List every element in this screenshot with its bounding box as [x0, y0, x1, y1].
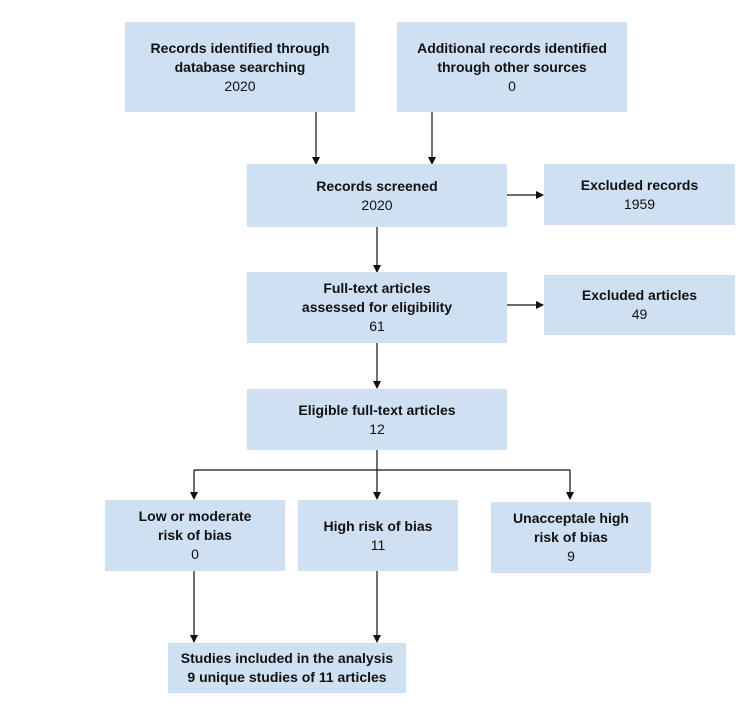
- fulltext-assessed-box: Full-text articles assessed for eligibil…: [247, 272, 507, 343]
- eligible-articles-box: Eligible full-text articles 12: [247, 389, 507, 450]
- excluded-records-box: Excluded records 1959: [544, 164, 735, 225]
- box-label: Excluded records: [580, 176, 699, 193]
- box-label: Records identified through: [150, 39, 330, 56]
- box-label: Additional records identified: [417, 39, 607, 56]
- box-count: 0: [508, 77, 516, 94]
- box-label: risk of bias: [534, 529, 608, 545]
- box-count: 12: [369, 420, 385, 437]
- box-label: Records screened: [316, 177, 438, 194]
- box-count: 2020: [361, 196, 393, 213]
- box-count: 0: [191, 546, 199, 562]
- box-label: Full-text articles: [323, 280, 431, 296]
- box-label: risk of bias: [158, 527, 232, 543]
- studies-included-box: Studies included in the analysis 9 uniqu…: [168, 643, 406, 693]
- box-count: 11: [370, 536, 386, 553]
- box-count: 9: [567, 548, 575, 564]
- box-label: assessed for eligibility: [301, 299, 453, 315]
- box-label: Unaccepta­le high: [513, 510, 629, 526]
- box-label: Excluded articles: [581, 287, 698, 303]
- box-label: High risk of bias: [323, 517, 433, 534]
- box-label: 9 unique studies of 11 articles: [187, 669, 387, 685]
- box-count: 49: [631, 306, 648, 322]
- records-identified-database-box: Records identified through database sear…: [125, 22, 355, 112]
- additional-records-box: Additional records identified through ot…: [397, 22, 627, 112]
- box-label: Low or moderate: [138, 508, 252, 524]
- box-label: database searching: [174, 58, 306, 75]
- low-moderate-bias-box: Low or moderate risk of bias 0: [105, 500, 285, 571]
- box-label: Studies included in the analysis: [180, 650, 394, 666]
- box-count: 61: [369, 318, 385, 334]
- box-label: Eligible full-text articles: [298, 401, 456, 418]
- excluded-articles-box: Excluded articles 49: [544, 275, 735, 335]
- records-screened-box: Records screened 2020: [247, 164, 507, 227]
- box-count: 2020: [224, 77, 256, 94]
- box-count: 1959: [623, 195, 656, 212]
- unacceptable-bias-box: Unaccepta­le high risk of bias 9: [491, 502, 651, 573]
- high-bias-box: High risk of bias 11: [298, 500, 458, 571]
- box-label: through other sources: [437, 58, 587, 75]
